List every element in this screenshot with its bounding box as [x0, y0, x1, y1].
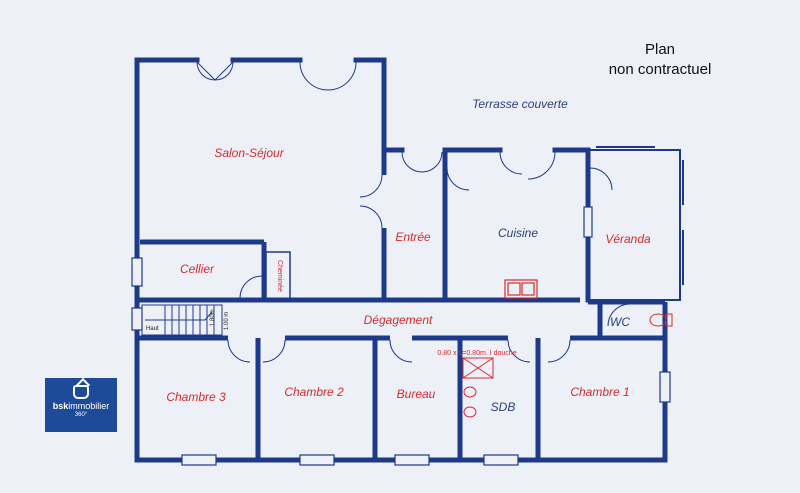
door-ch2-arc: [262, 339, 286, 363]
label-cuisine: Cuisine: [498, 226, 538, 240]
label-salon: Salon-Séjour: [214, 146, 284, 160]
window-stairs: [131, 307, 143, 331]
label-entree: Entrée: [395, 230, 431, 244]
label-haut: Haut: [146, 326, 159, 332]
label-sdb: SDB: [491, 400, 516, 414]
window-cuisine-veranda: [583, 206, 593, 238]
staircase: [141, 304, 223, 336]
door-wc-arc: [607, 303, 631, 327]
door-cuisine-inner-arc: [446, 167, 470, 191]
door-entree-side-arc: [359, 174, 383, 229]
logo-sub: 360°: [74, 412, 88, 418]
door-salon-a-arc: [196, 61, 234, 81]
windows: [131, 206, 671, 466]
door-salon-a: [196, 61, 234, 81]
chimney: [265, 251, 291, 301]
door-cuisine-arc: [499, 151, 556, 180]
window-ch2: [299, 454, 335, 466]
kitchen-sink: [504, 279, 538, 299]
label-cellier: Cellier: [180, 262, 215, 276]
exterior-walls: [134, 57, 591, 303]
door-ch3-arc: [227, 339, 251, 363]
label-veranda: Véranda: [605, 232, 651, 246]
thresholds: [145, 241, 442, 301]
plan-note-text: Plan non contractuel: [608, 41, 712, 78]
window-ch3: [181, 454, 217, 466]
veranda-thin-walls: [588, 146, 684, 301]
company-logo: bskimmobilier 360°: [45, 378, 117, 432]
terrace-label: Terrasse couverte: [472, 97, 568, 111]
plan-note: Plan non contractuel: [590, 40, 730, 80]
label-wc: WC: [610, 315, 630, 329]
veranda-outline: [588, 149, 681, 301]
shower: [462, 357, 494, 418]
label-height-mark-small: 1.80m: [210, 309, 216, 326]
label-bureau: Bureau: [397, 387, 436, 401]
stairs-outline: [141, 304, 223, 336]
door-sdb-arc: [507, 339, 531, 363]
window-cellier: [131, 257, 143, 287]
logo-brand: bskimmobilier: [52, 401, 110, 411]
door-entree-arc: [401, 151, 443, 173]
doors: [196, 61, 631, 363]
window-sdb: [483, 454, 519, 466]
door-ch1-arc: [547, 339, 571, 363]
house-icon: [73, 385, 89, 399]
window-bureau: [394, 454, 430, 466]
door-cellier-arc: [239, 275, 263, 299]
door-salon-b-arc: [299, 61, 357, 91]
door-veranda-arc: [589, 167, 613, 191]
label-chambre1: Chambre 1: [570, 385, 629, 399]
door-bureau-arc: [389, 339, 413, 363]
wall-salon-top-c: [353, 57, 387, 153]
label-cheminee: Cheminée: [276, 260, 283, 292]
window-ch1: [659, 371, 671, 403]
chimney-box: [265, 251, 291, 301]
label-chambre2: Chambre 2: [284, 385, 344, 399]
stairs-arrow: [145, 311, 213, 321]
label-douche: 0.80 x L=0.80m. I douche: [437, 350, 516, 357]
label-height-mark: 1.00 m: [224, 312, 230, 330]
label-chambre3: Chambre 3: [166, 390, 226, 404]
label-degagement: Dégagement: [364, 313, 433, 327]
wc-toilet: [649, 313, 673, 327]
